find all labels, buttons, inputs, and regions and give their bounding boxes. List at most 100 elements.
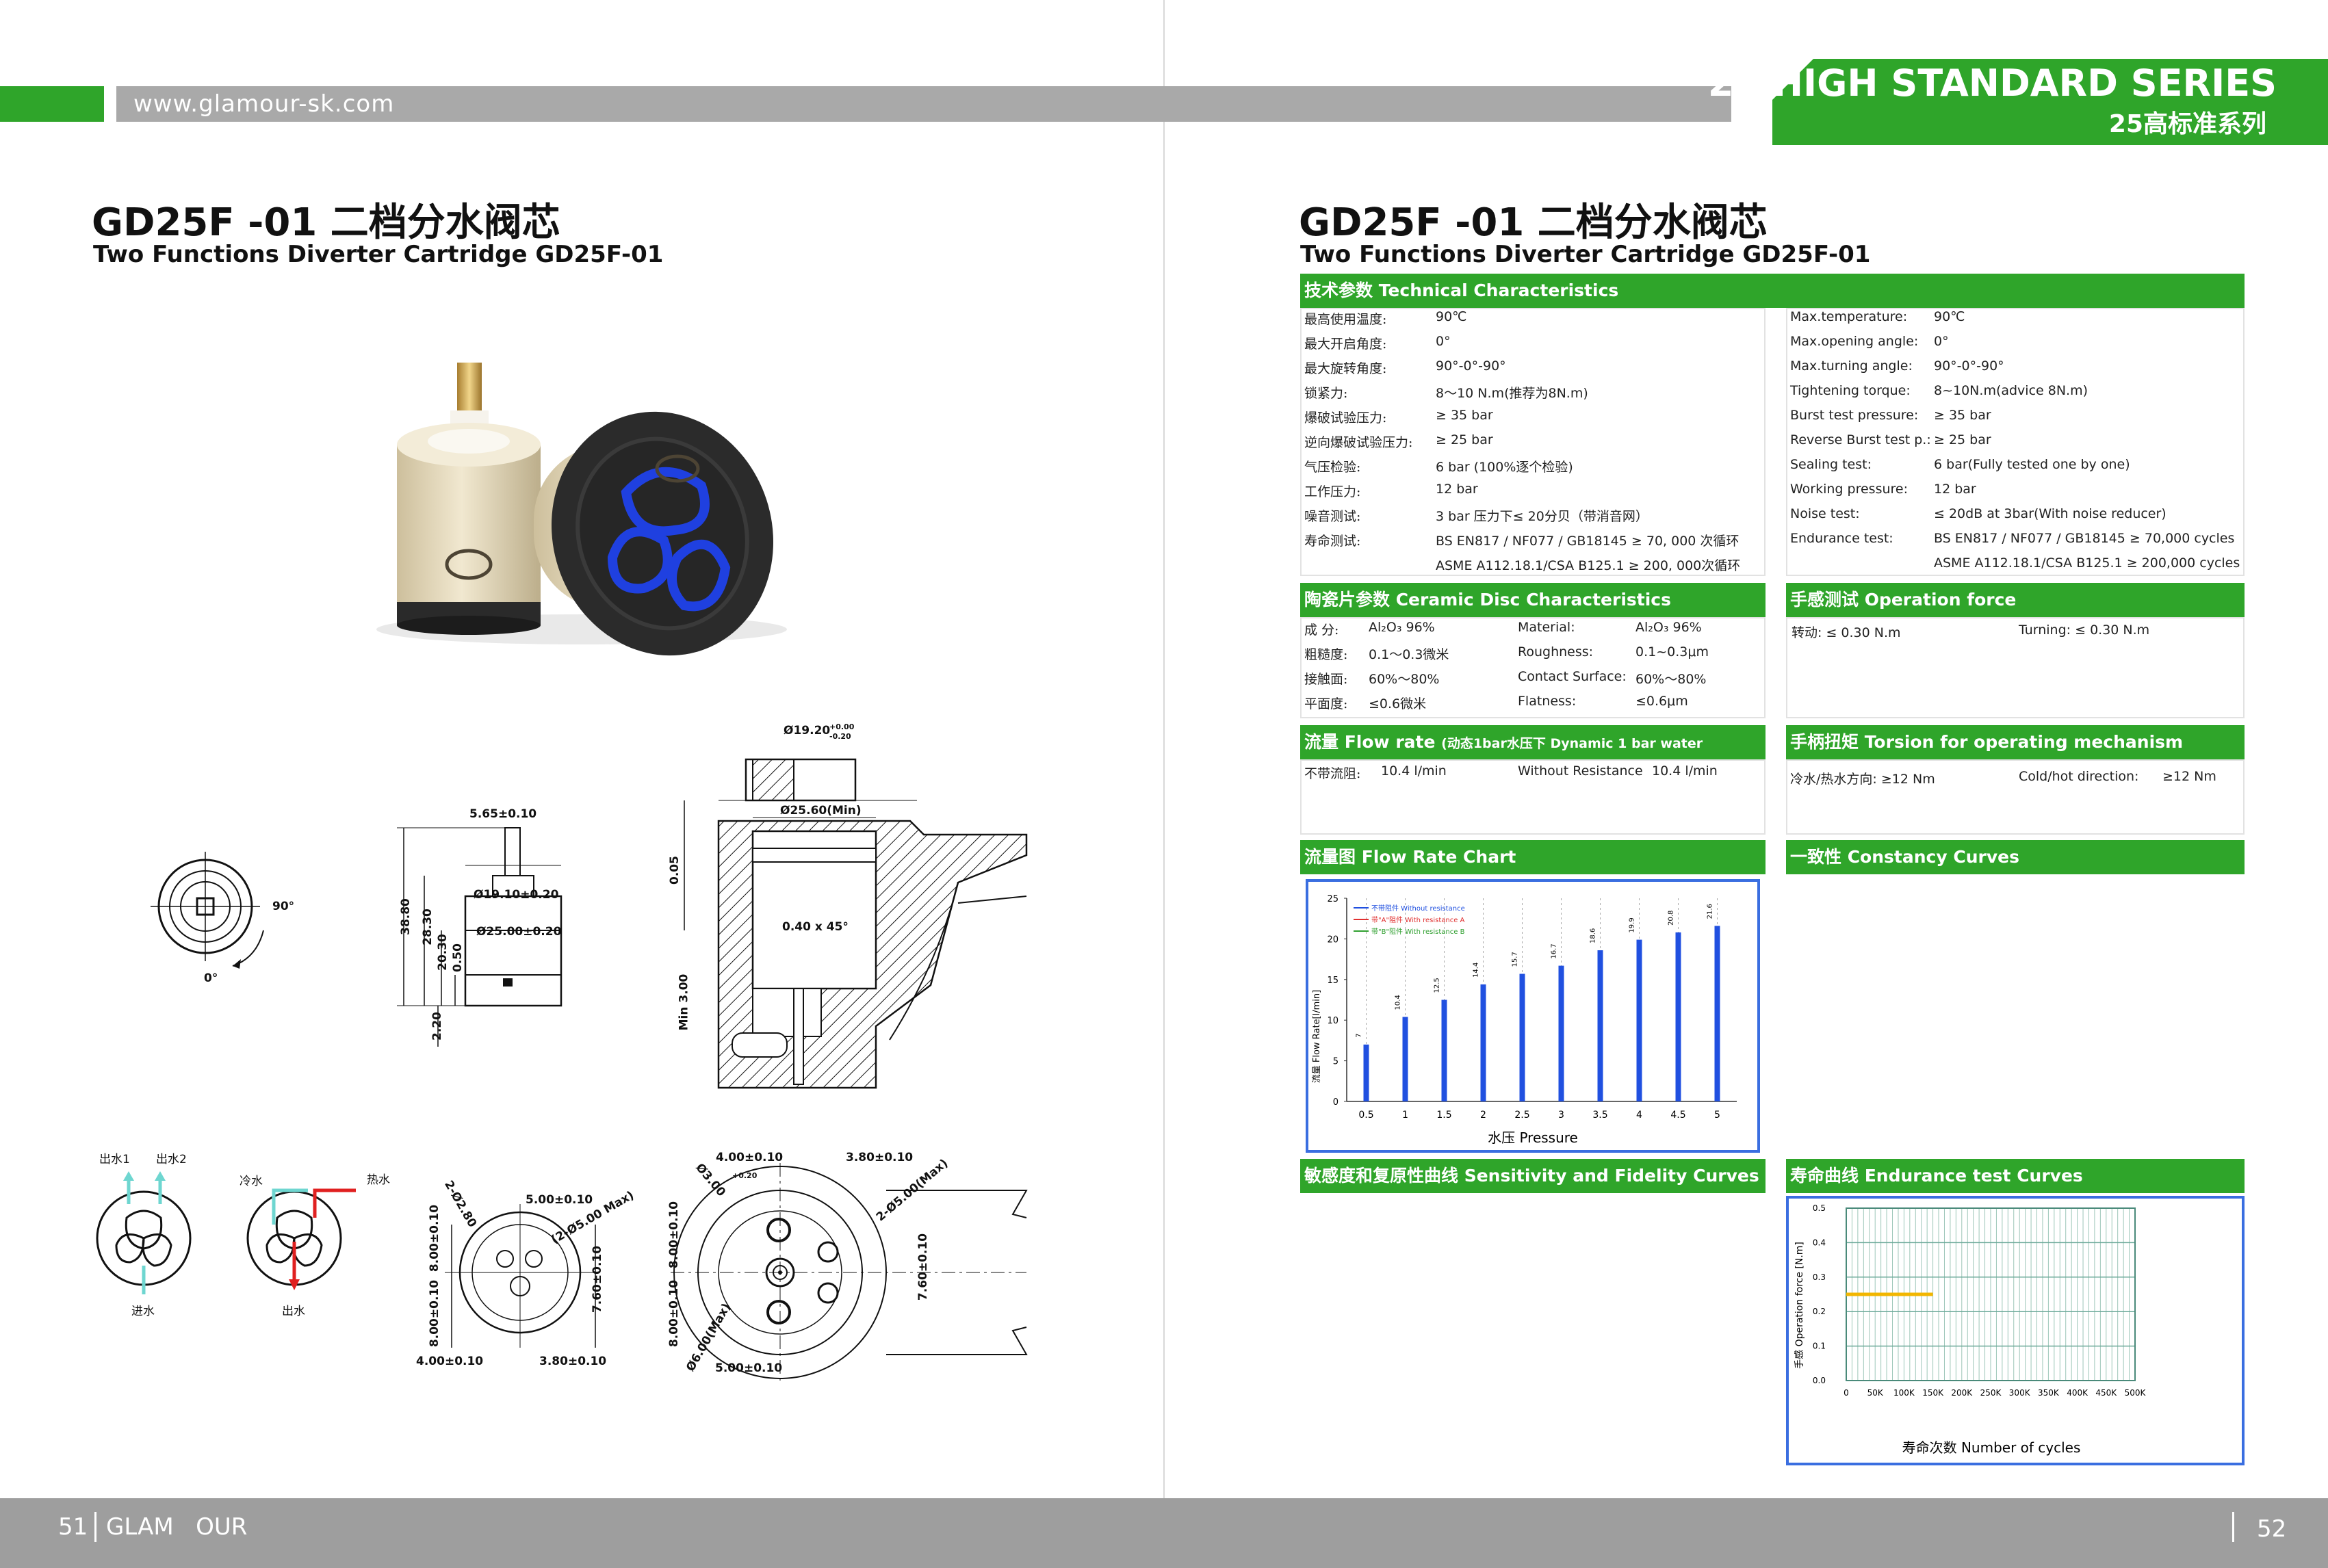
ceramic-en-value: 60%～80% xyxy=(1635,672,1707,687)
flow-chart-bar xyxy=(1402,1017,1408,1101)
ceramic-en-value: ≤0.6μm xyxy=(1635,694,1688,709)
tech-cn-label: 寿命测试: xyxy=(1304,534,1361,549)
endurance-xtick: 250K xyxy=(1980,1388,2002,1398)
endurance-ytick: 0.3 xyxy=(1813,1272,1826,1282)
torsion-en-value: ≥12 Nm xyxy=(2162,769,2216,784)
tech-cn-value: ≥ 35 bar xyxy=(1436,408,1493,423)
flow-chart-xlabel: 水压 Pressure xyxy=(1488,1129,1578,1146)
tech-en-label: Working pressure: xyxy=(1790,482,1909,497)
dim-seat-c-tol: +0.20 xyxy=(732,1171,758,1180)
tech-cn-label: 爆破试验压力: xyxy=(1304,410,1387,426)
ceramic-en-value: Al₂O₃ 96% xyxy=(1635,620,1702,635)
flow-header-sub: (动态1bar水压下 Dynamic 1 bar water pressure) xyxy=(1304,736,1703,787)
product-photo xyxy=(376,363,787,656)
footer-divider-right xyxy=(2232,1512,2234,1542)
flow-chart-bar xyxy=(1480,984,1486,1101)
tech-en-label: Max.turning angle: xyxy=(1790,358,1913,374)
website-url[interactable]: www.glamour-sk.com xyxy=(133,90,395,118)
series-title-en: 25 HIGH STANDARD SERIES xyxy=(1707,62,2277,105)
flow-chart-bar xyxy=(1714,926,1720,1101)
dim-bv-f: 7.60±0.10 xyxy=(591,1245,605,1314)
rotation-diagram xyxy=(151,852,264,969)
tech-cn-value: 8～10 N.m(推荐为8N.m) xyxy=(1436,386,1588,401)
tech-en-value: 0° xyxy=(1934,334,1949,349)
label-out: 出水 xyxy=(282,1305,305,1318)
endurance-xtick: 150K xyxy=(1922,1388,1944,1398)
flow-chart-bar-label: 10.4 xyxy=(1395,995,1402,1010)
tech-en-label: Max.temperature: xyxy=(1790,309,1908,324)
flow-chart-legend-entry: 不带阻件 Without resistance xyxy=(1371,904,1465,913)
dim-h283: 28.30 xyxy=(420,909,435,945)
tech-cn-value: BS EN817 / NF077 / GB18145 ≥ 70, 000 次循环 xyxy=(1436,534,1739,549)
dim-bv-e: 8.00±0.10 xyxy=(428,1279,442,1348)
dim-seat-i: 5.00±0.10 xyxy=(715,1361,783,1375)
endurance-xtick: 300K xyxy=(2009,1388,2031,1398)
tech-en-label: Reverse Burst test p.: xyxy=(1790,432,1931,447)
flow-chart-xtick: 2 xyxy=(1480,1110,1486,1121)
tech-cn-label: 噪音测试: xyxy=(1304,509,1361,524)
flow-chart-bar xyxy=(1558,965,1564,1101)
tech-cn-value: 0° xyxy=(1436,334,1451,349)
flow-chart-bar-label: 14.4 xyxy=(1473,963,1480,978)
tech-en-value: 90℃ xyxy=(1934,309,1965,324)
ceramic-cn-value: 0.1～0.3微米 xyxy=(1369,647,1449,662)
flow-cn-label: 不带流阻: xyxy=(1304,766,1361,781)
right-title-en: Two Functions Diverter Cartridge GD25F-0… xyxy=(1300,241,1871,268)
flow-chart-bar-label: 19.9 xyxy=(1629,917,1636,932)
dim-seat-a: 4.00±0.10 xyxy=(716,1151,784,1164)
header-gray-bar xyxy=(116,86,1731,122)
flow-header-main: 流量 Flow rate xyxy=(1304,732,1442,752)
flow-chart-ytick: 0 xyxy=(1333,1097,1338,1108)
flow-chart-ylabel: 流量 Flow Rate[l/min] xyxy=(1312,990,1322,1083)
dim-seat-b: 3.80±0.10 xyxy=(846,1151,914,1164)
dim-seat-f: 8.00±0.10 xyxy=(667,1279,682,1348)
flow-en-label: Without Resistance xyxy=(1518,763,1643,779)
tech-cn-label: 气压检验: xyxy=(1304,460,1361,475)
flow-cn-value: 10.4 l/min xyxy=(1381,763,1447,779)
ceramic-box xyxy=(1300,617,1766,718)
operation-en: Turning: ≤ 0.30 N.m xyxy=(2019,623,2150,638)
rotation-angle-90: 90° xyxy=(272,900,295,913)
tech-cn-value: ≥ 25 bar xyxy=(1436,432,1493,447)
flow-chart-ytick: 15 xyxy=(1327,976,1338,986)
flow-chart-bar-label: 21.6 xyxy=(1707,904,1714,919)
flow-header: 流量 Flow rate (动态1bar水压下 Dynamic 1 bar wa… xyxy=(1300,725,1766,787)
tech-en-label: Endurance test: xyxy=(1790,531,1893,546)
endurance-xtick: 0 xyxy=(1844,1388,1849,1398)
left-title-cn: GD25F -01 二档分水阀芯 xyxy=(92,200,560,245)
tech-en-box xyxy=(1786,308,2245,576)
series-banner xyxy=(1772,59,2328,145)
dim-d19: Ø19.10±0.20 xyxy=(474,888,559,902)
tech-cn-label: 锁紧力: xyxy=(1304,386,1348,401)
ceramic-cn-label: 平面度: xyxy=(1304,696,1348,711)
dim-h203: 20.30 xyxy=(435,934,450,971)
flow-chart-legend-entry: 带"B"阻件 With resistance B xyxy=(1371,928,1465,936)
torsion-header: 手柄扭矩 Torsion for operating mechanism xyxy=(1786,725,2245,759)
dim-h05: 0.50 xyxy=(450,943,465,972)
tech-en-value: ≤ 20dB at 3bar(With noise reducer) xyxy=(1934,506,2167,521)
ceramic-en-value: 0.1~0.3μm xyxy=(1635,644,1709,659)
dim-d256: Ø25.60(Min) xyxy=(780,804,862,818)
flow-chart-bar-label: 20.8 xyxy=(1668,911,1675,926)
tech-en-value: ≥ 35 bar xyxy=(1934,408,1991,423)
torsion-box xyxy=(1786,759,2245,835)
tech-en-value: ≥ 25 bar xyxy=(1934,432,1991,447)
seat-drawing xyxy=(671,1163,1028,1382)
endurance-xtick: 450K xyxy=(2095,1388,2117,1398)
tech-cn-value: 3 bar 压力下≤ 20分贝（带消音网） xyxy=(1436,509,1648,524)
dim-chamfer: 0.40 x 45° xyxy=(782,920,849,934)
flow-chart-bar xyxy=(1363,1044,1369,1101)
dim-d192-tol-dn: -0.20 xyxy=(829,732,851,741)
footer-brand: GLAM OUR xyxy=(106,1513,248,1541)
flow-chart-bar-label: 18.6 xyxy=(1590,928,1597,943)
dim-bv-d: 8.00±0.10 xyxy=(428,1204,442,1272)
tech-en-value: ASME A112.18.1/CSA B125.1 ≥ 200,000 cycl… xyxy=(1934,556,2240,571)
flow-chart-xtick: 3 xyxy=(1558,1110,1564,1121)
tech-en-label: Burst test pressure: xyxy=(1790,408,1919,423)
endurance-ytick: 0.5 xyxy=(1813,1203,1826,1213)
tech-en-value: 90°-0°-90° xyxy=(1934,358,2004,374)
